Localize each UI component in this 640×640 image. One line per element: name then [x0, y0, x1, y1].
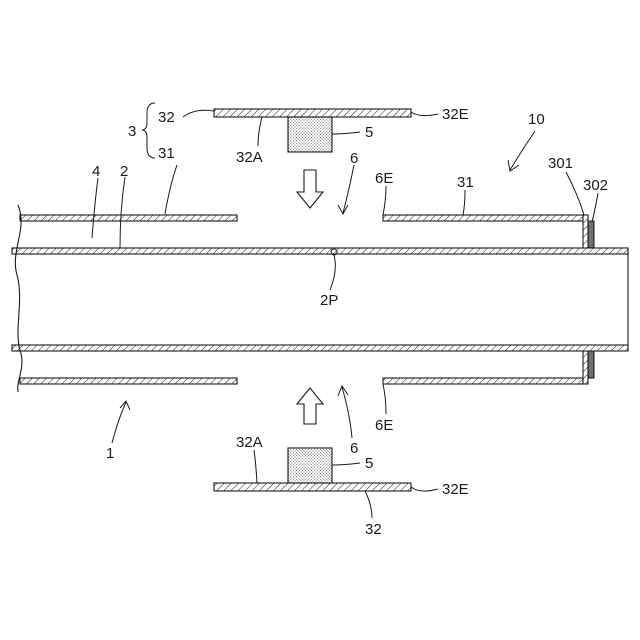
inner-pipe-2-upper-wall — [12, 248, 628, 254]
label-32e-top: 32E — [442, 106, 469, 123]
outer-tube-31-upper-left — [20, 215, 237, 221]
label-31-right: 31 — [457, 174, 474, 191]
up-arrow — [297, 388, 323, 424]
leader-10-head — [508, 160, 519, 171]
label-2p: 2P — [320, 292, 338, 309]
end-wall-301-lower — [583, 346, 588, 384]
leader-302 — [592, 193, 598, 222]
leader-32-bottom — [365, 491, 372, 518]
outer-tube-31-upper-right — [383, 215, 583, 221]
top-block-5 — [288, 117, 332, 152]
leader-32-top — [183, 110, 214, 117]
inner-pipe-2-lower-wall — [12, 345, 628, 351]
down-arrow — [297, 170, 323, 208]
label-31-brace: 31 — [158, 145, 175, 162]
label-5-top: 5 — [365, 124, 373, 141]
label-32e-bottom: 32E — [442, 481, 469, 498]
brace-3 — [142, 103, 155, 158]
label-4: 4 — [92, 163, 100, 180]
label-32-bottom: 32 — [365, 521, 382, 538]
leader-6e-top — [383, 186, 386, 215]
label-6-top: 6 — [350, 150, 358, 167]
leader-2p — [330, 255, 335, 290]
leader-4 — [92, 178, 98, 238]
break-line — [15, 205, 22, 392]
leader-31-right — [463, 190, 465, 215]
label-32a-bottom: 32A — [236, 434, 263, 451]
label-1: 1 — [106, 445, 114, 462]
end-wall-301-upper — [583, 215, 588, 253]
leader-2 — [120, 177, 125, 248]
label-2: 2 — [120, 163, 128, 180]
label-301: 301 — [548, 155, 573, 172]
leader-301 — [566, 172, 584, 215]
outer-tube-31-lower-right — [383, 378, 583, 384]
bottom-block-5 — [288, 448, 332, 483]
leader-10 — [510, 131, 535, 170]
leader-31-left — [165, 165, 177, 214]
top-plate-32 — [214, 109, 411, 117]
leader-6-top — [343, 165, 354, 213]
label-6e-bottom: 6E — [375, 417, 393, 434]
leader-1 — [112, 402, 126, 443]
leader-5-bottom — [332, 463, 360, 465]
label-3: 3 — [128, 123, 136, 140]
leader-32a-top — [258, 117, 262, 146]
leader-32e-top — [411, 112, 438, 116]
label-10: 10 — [528, 111, 545, 128]
leader-6e-bottom — [383, 384, 386, 414]
label-6-bottom: 6 — [350, 440, 358, 457]
leader-6-bottom — [342, 387, 352, 438]
leader-32a-bottom — [254, 450, 257, 483]
label-6e-top: 6E — [375, 170, 393, 187]
label-32-top: 32 — [158, 109, 175, 126]
outer-tube-31-lower-left — [20, 378, 237, 384]
leader-32e-bottom — [411, 487, 438, 491]
leader-5-top — [332, 132, 360, 134]
label-5-bottom: 5 — [365, 455, 373, 472]
label-302: 302 — [583, 177, 608, 194]
bottom-plate-32 — [214, 483, 411, 491]
label-32a-top: 32A — [236, 149, 263, 166]
